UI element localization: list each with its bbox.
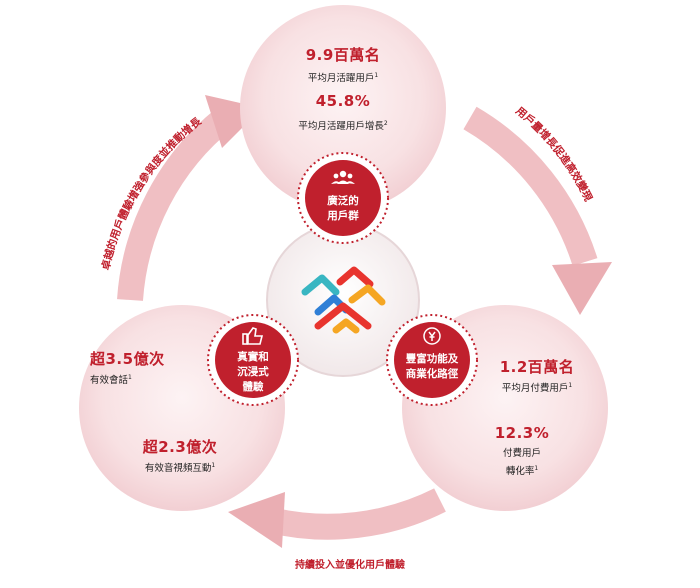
- node-right: [394, 322, 470, 398]
- yen-cycle-icon: [423, 327, 441, 345]
- left-metric1-note: 1: [128, 374, 132, 381]
- bubble-top: [240, 5, 446, 211]
- node-top: [305, 160, 381, 236]
- arrow-right: [463, 106, 612, 315]
- right-metric1-label-text: 平均月付費用戶: [501, 383, 569, 395]
- arrow-bottom: [228, 488, 446, 548]
- node-top-label-line2: 用戶群: [327, 210, 359, 222]
- right-metric2-label-line2-text: 轉化率: [505, 466, 535, 478]
- right-metric1-value: 1.2百萬名: [499, 358, 575, 376]
- right-metric2-label-line1: 付費用戶: [502, 448, 541, 459]
- top-metric1-label-text: 平均月活躍用戶: [307, 73, 375, 85]
- node-top-label-line1: 廣泛的: [327, 195, 359, 207]
- node-left-label-line2: 沉浸式: [237, 366, 269, 378]
- node-left: [215, 322, 291, 398]
- left-metric2-label: 有效音視頻互動1: [100, 458, 260, 476]
- right-metric1-label: 平均月付費用戶1: [472, 378, 602, 396]
- node-left-label-line1: 真實和: [237, 351, 269, 363]
- arrow-bottom-label: 持續投入並優化用戶體驗: [295, 560, 405, 571]
- right-metric2-note: 1: [534, 465, 539, 472]
- left-metric1-label: 有效會話1: [90, 370, 230, 388]
- top-metric2-label-text: 平均月活躍用戶增長: [298, 121, 384, 133]
- right-metric2-label-line2: 轉化率1: [472, 461, 572, 479]
- top-metric1-note: 1: [374, 72, 379, 79]
- node-right-label-line1: 豐富功能及: [405, 353, 459, 365]
- company-logo-icon: [301, 266, 386, 334]
- node-right-label-line2: 商業化路徑: [405, 368, 459, 380]
- right-metric1-note: 1: [568, 382, 573, 389]
- top-metric1-label: 平均月活躍用戶1: [243, 68, 443, 86]
- right-metric2-value: 12.3%: [494, 424, 550, 442]
- left-metric2-note: 1: [211, 462, 216, 469]
- left-metric2-value: 超2.3億次: [142, 438, 218, 456]
- users-icon: [331, 170, 355, 184]
- left-metric1-value: 超3.5億次: [90, 350, 165, 368]
- top-metric2-value: 45.8%: [315, 92, 371, 110]
- thumbs-up-icon: [242, 327, 264, 345]
- top-metric2-label: 平均月活躍用戶增長2: [243, 116, 443, 134]
- left-metric2-label-text: 有效音視頻互動: [144, 463, 212, 475]
- left-metric1-label-text: 有效會話: [90, 375, 129, 387]
- node-left-label-line3: 體驗: [242, 381, 264, 393]
- top-metric1-value: 9.9百萬名: [305, 46, 381, 64]
- top-metric2-note: 2: [383, 120, 388, 127]
